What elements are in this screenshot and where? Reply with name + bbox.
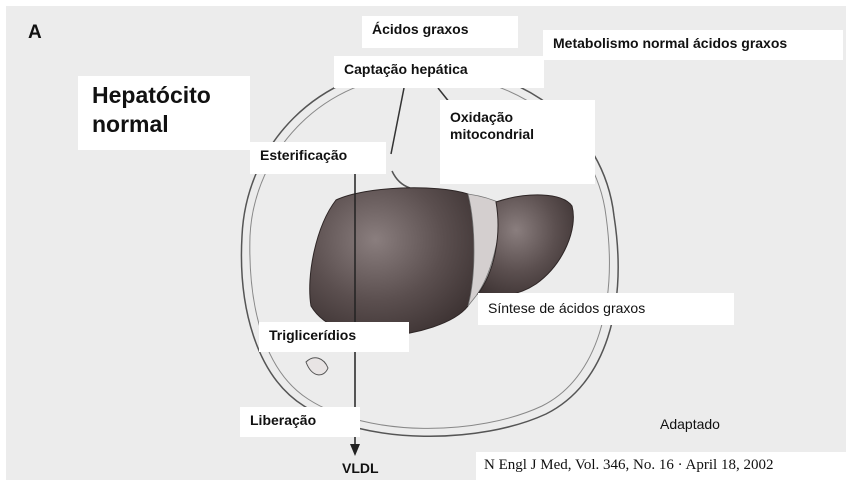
esterification-link — [392, 171, 410, 188]
label-hepatic-uptake: Captação hepática — [334, 56, 544, 88]
label-fatty-acid-synthesis: Síntese de ácidos graxos — [478, 293, 734, 325]
label-mitochondrial-oxidation: Oxidação mitocondrial — [440, 100, 595, 184]
panel-letter: A — [28, 22, 42, 44]
liver-left-lobe — [310, 188, 474, 337]
label-normal-metabolism: Metabolismo normal ácidos graxos — [543, 30, 843, 60]
vldl-arrow-head — [350, 444, 360, 456]
label-vldl: VLDL — [342, 460, 379, 476]
label-release: Liberação — [240, 407, 360, 437]
citation: N Engl J Med, Vol. 346, No. 16 · April 1… — [476, 452, 846, 480]
hepatocyte-title: Hepatócito normal — [78, 76, 250, 150]
label-fatty-acids: Ácidos graxos — [362, 16, 518, 48]
gallbladder-tail — [306, 358, 328, 375]
label-triglycerides: Triglicerídios — [259, 322, 409, 352]
label-adapted: Adaptado — [660, 416, 720, 432]
uptake-line-left — [391, 88, 404, 154]
label-esterification: Esterificação — [250, 142, 386, 174]
